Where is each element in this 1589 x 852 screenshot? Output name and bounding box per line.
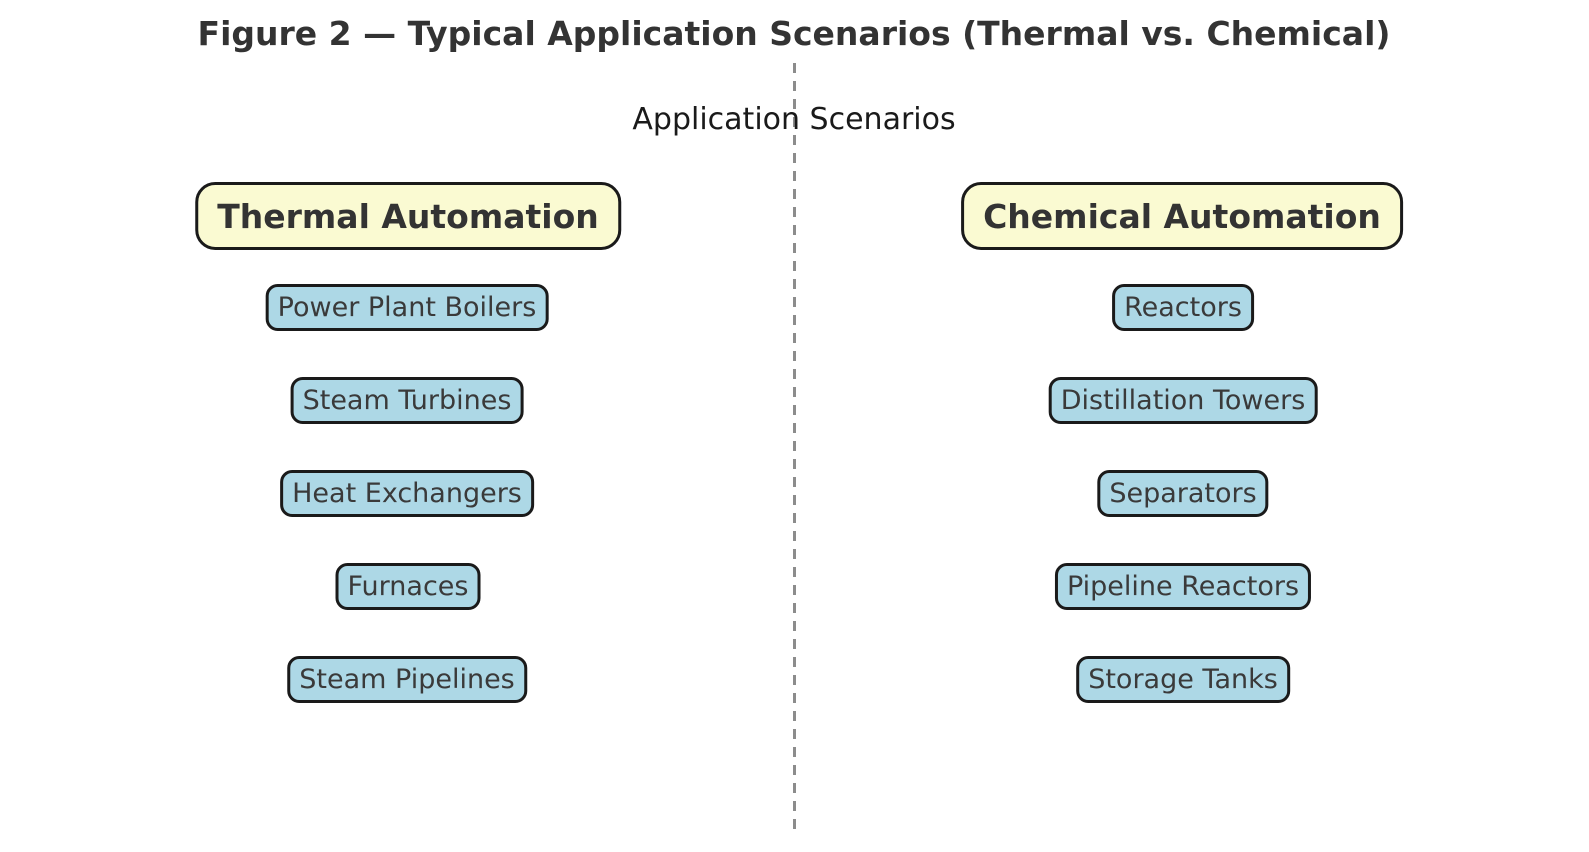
- figure-title: Figure 2 — Typical Application Scenarios…: [197, 14, 1391, 53]
- item-box-pipeline-reactors: Pipeline Reactors: [1054, 563, 1312, 610]
- item-box-storage-tanks: Storage Tanks: [1076, 656, 1290, 703]
- chemical-automation-header-box: Chemical Automation: [961, 182, 1403, 250]
- thermal-automation-header-box: Thermal Automation: [195, 182, 621, 250]
- item-box-furnaces: Furnaces: [335, 563, 481, 610]
- item-box-reactors: Reactors: [1112, 284, 1254, 331]
- item-box-steam-turbines: Steam Turbines: [290, 377, 524, 424]
- axis-scenarios-label: Application Scenarios: [632, 102, 956, 137]
- item-box-distillation-towers: Distillation Towers: [1048, 377, 1318, 424]
- item-box-power-plant-boilers: Power Plant Boilers: [265, 284, 549, 331]
- item-box-heat-exchangers: Heat Exchangers: [280, 470, 534, 517]
- item-box-steam-pipelines: Steam Pipelines: [287, 656, 527, 703]
- item-box-separators: Separators: [1097, 470, 1269, 517]
- center-divider-dashed-line: [793, 63, 796, 831]
